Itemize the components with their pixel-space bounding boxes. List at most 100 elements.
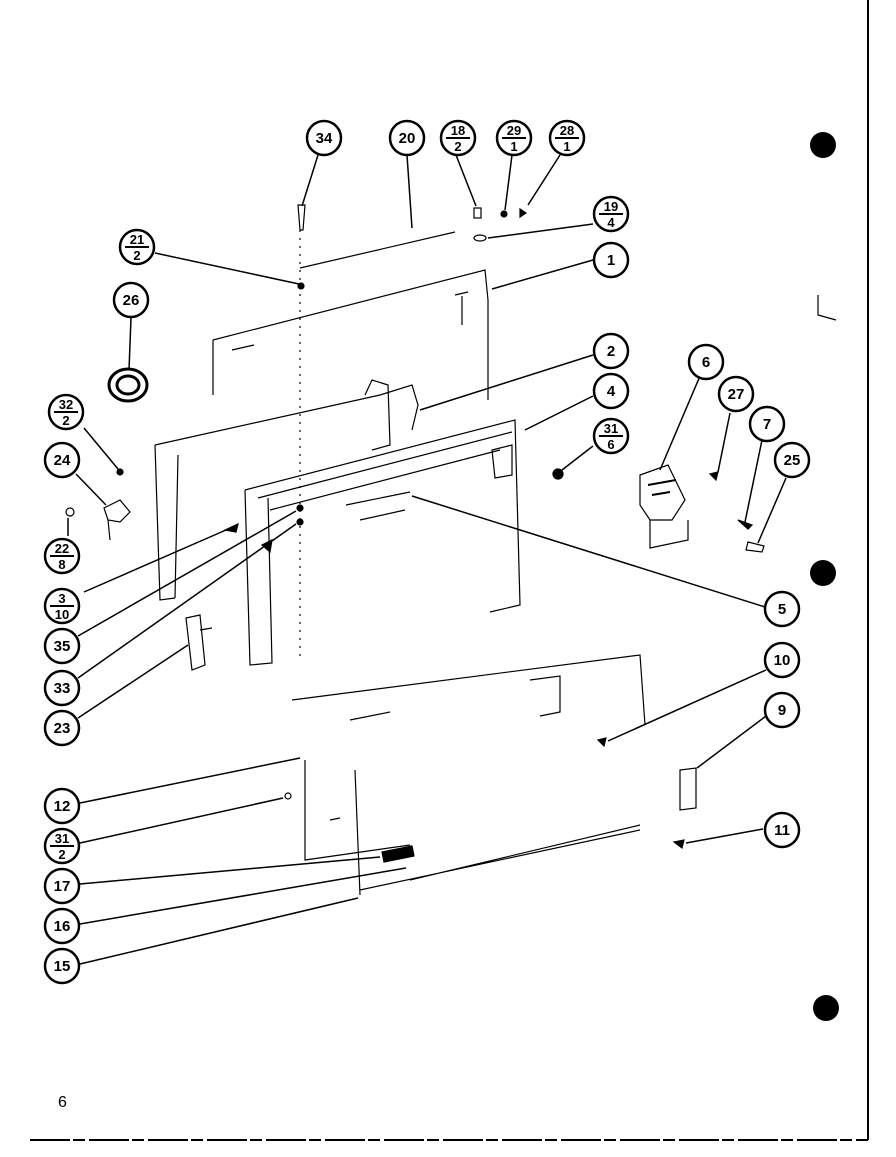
- callout-circle: [763, 641, 801, 679]
- part-7: [737, 519, 754, 530]
- callout-c29: 291: [495, 119, 533, 157]
- part-19: [473, 234, 487, 242]
- bracket-6: [639, 464, 689, 549]
- callout-circle: [43, 709, 81, 747]
- callout-denominator: 2: [62, 413, 69, 428]
- callout-c28: 281: [548, 119, 586, 157]
- drawer-front: [359, 824, 641, 891]
- callout-c18: 182: [439, 119, 477, 157]
- callout-c33: 33: [43, 669, 81, 707]
- callout-c32: 322: [47, 393, 85, 431]
- callout-c35: 35: [43, 627, 81, 665]
- callout-denominator: 1: [563, 139, 570, 154]
- callout-circle: [43, 787, 81, 825]
- screw-3: [223, 522, 239, 533]
- callout-denominator: 1: [510, 139, 517, 154]
- callout-circle: [592, 372, 630, 410]
- callout-c11: 11: [763, 811, 801, 849]
- callout-circle: [773, 441, 811, 479]
- frame-tab: [491, 444, 513, 479]
- callout-denominator: 2: [133, 248, 140, 263]
- part-10: [596, 737, 607, 748]
- handle-17: [381, 845, 415, 863]
- callout-circle: [763, 811, 801, 849]
- callout-circle: [592, 241, 630, 279]
- callout-label: 11: [774, 822, 790, 839]
- callout-c1: 1: [592, 241, 630, 279]
- callout-c31a: 316: [592, 417, 630, 455]
- callout-circle: [43, 627, 81, 665]
- binder-hole: [810, 132, 836, 158]
- callout-c12: 12: [43, 787, 81, 825]
- part-22: [65, 507, 75, 517]
- callout-circle: [748, 405, 786, 443]
- callout-label: 26: [123, 292, 140, 309]
- callout-c2: 2: [592, 332, 630, 370]
- callout-numerator: 29: [507, 123, 521, 138]
- top-panel: [212, 269, 489, 400]
- binder-hole: [813, 995, 839, 1021]
- corner-mark: [817, 295, 837, 321]
- part-27: [708, 471, 719, 482]
- callout-label: 20: [399, 130, 416, 147]
- callout-label: 10: [774, 652, 791, 669]
- callout-c3: 310: [43, 587, 81, 625]
- callout-label: 23: [54, 720, 71, 737]
- callout-circle: [305, 119, 343, 157]
- callout-label: 27: [728, 386, 745, 403]
- callout-c6a: 6: [687, 343, 725, 381]
- callout-c31b: 312: [43, 827, 81, 865]
- callout-c5: 5: [763, 590, 801, 628]
- callout-numerator: 28: [560, 123, 574, 138]
- callout-c10: 10: [763, 641, 801, 679]
- coil-26: [107, 367, 149, 403]
- callout-label: 2: [607, 343, 615, 360]
- coil-26-inner: [115, 374, 141, 396]
- callout-label: 6: [702, 354, 710, 371]
- callout-denominator: 2: [454, 139, 461, 154]
- callout-c27: 27: [717, 375, 755, 413]
- callout-label: 7: [763, 416, 771, 433]
- callout-circle: [763, 590, 801, 628]
- callout-label: 12: [54, 798, 71, 815]
- callout-c23: 23: [43, 709, 81, 747]
- callout-label: 15: [54, 958, 71, 975]
- callout-circle: [687, 343, 725, 381]
- bracket-24: [103, 499, 131, 541]
- callout-c21: 212: [118, 228, 156, 266]
- part-25: [745, 541, 765, 553]
- part-35: [296, 504, 304, 512]
- callout-denominator: 6: [607, 437, 614, 452]
- lower-housing: [291, 654, 646, 726]
- callout-c34: 34: [305, 119, 343, 157]
- callout-circle: [43, 669, 81, 707]
- rod: [299, 231, 456, 269]
- callout-circle: [592, 332, 630, 370]
- main-panel: [154, 379, 419, 601]
- callout-label: 34: [316, 130, 333, 147]
- callout-circle: [112, 281, 150, 319]
- callout-c20: 20: [388, 119, 426, 157]
- callout-numerator: 31: [55, 831, 69, 846]
- lower-panel: [304, 760, 411, 896]
- page-number: 6: [58, 1094, 67, 1111]
- bracket-5: [345, 491, 411, 521]
- callout-label: 16: [54, 918, 71, 935]
- callout-c26: 26: [112, 281, 150, 319]
- part-18: [473, 207, 482, 219]
- callout-denominator: 2: [58, 847, 65, 862]
- screw-34: [297, 204, 306, 231]
- part-21: [297, 282, 305, 290]
- callout-circle: [43, 947, 81, 985]
- callout-numerator: 22: [55, 541, 69, 556]
- callout-numerator: 19: [604, 199, 618, 214]
- inner-frame: [244, 419, 521, 666]
- callout-c22: 228: [43, 537, 81, 575]
- callout-c7: 7: [748, 405, 786, 443]
- callout-c17: 17: [43, 867, 81, 905]
- part-32: [116, 468, 124, 476]
- bracket-9: [679, 767, 697, 811]
